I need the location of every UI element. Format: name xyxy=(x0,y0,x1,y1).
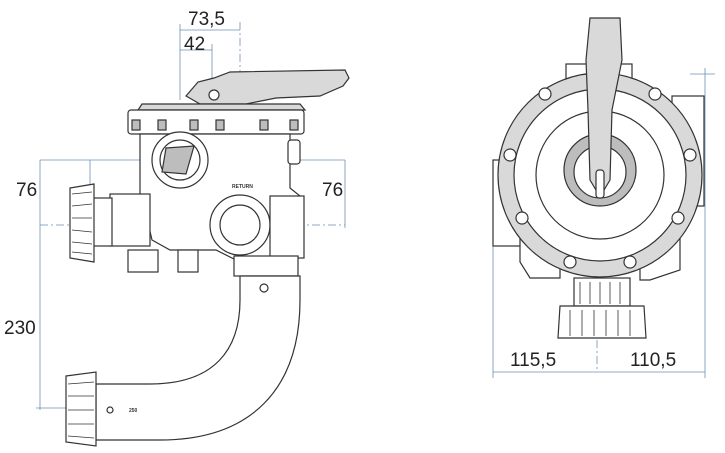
top-handle-tip xyxy=(595,169,605,199)
outlet-union-nut xyxy=(557,305,647,339)
outlet-pipe xyxy=(573,277,631,307)
dim-left-width: 76 xyxy=(16,180,37,201)
body-mark: RETURN xyxy=(232,184,253,190)
bottom-port xyxy=(209,194,305,277)
left-port xyxy=(69,183,151,263)
bottom-union-nut xyxy=(65,371,97,447)
top-view xyxy=(492,17,715,378)
pipe-fitting xyxy=(259,283,269,293)
dim-top-outer: 73,5 xyxy=(188,9,225,30)
side-view: RETURN 250 xyxy=(36,22,350,447)
lower-leg-mid xyxy=(177,249,199,273)
curved-pipe xyxy=(95,275,301,441)
side-cap xyxy=(287,139,301,165)
dim-right-width: 76 xyxy=(322,180,343,201)
dim-bottom-right: 110,5 xyxy=(630,350,676,371)
dim-bottom-left: 115,5 xyxy=(510,350,556,371)
left-union-nut xyxy=(69,183,95,263)
dim-top-inner: 42 xyxy=(184,34,205,55)
handle-pivot xyxy=(208,89,220,101)
lower-leg-left xyxy=(127,249,159,273)
dim-height: 230 xyxy=(4,318,36,339)
pipe-mark: 250 xyxy=(129,408,138,414)
valve-lid-top xyxy=(136,103,307,111)
lid-bolts xyxy=(131,119,299,131)
front-port xyxy=(151,131,209,189)
